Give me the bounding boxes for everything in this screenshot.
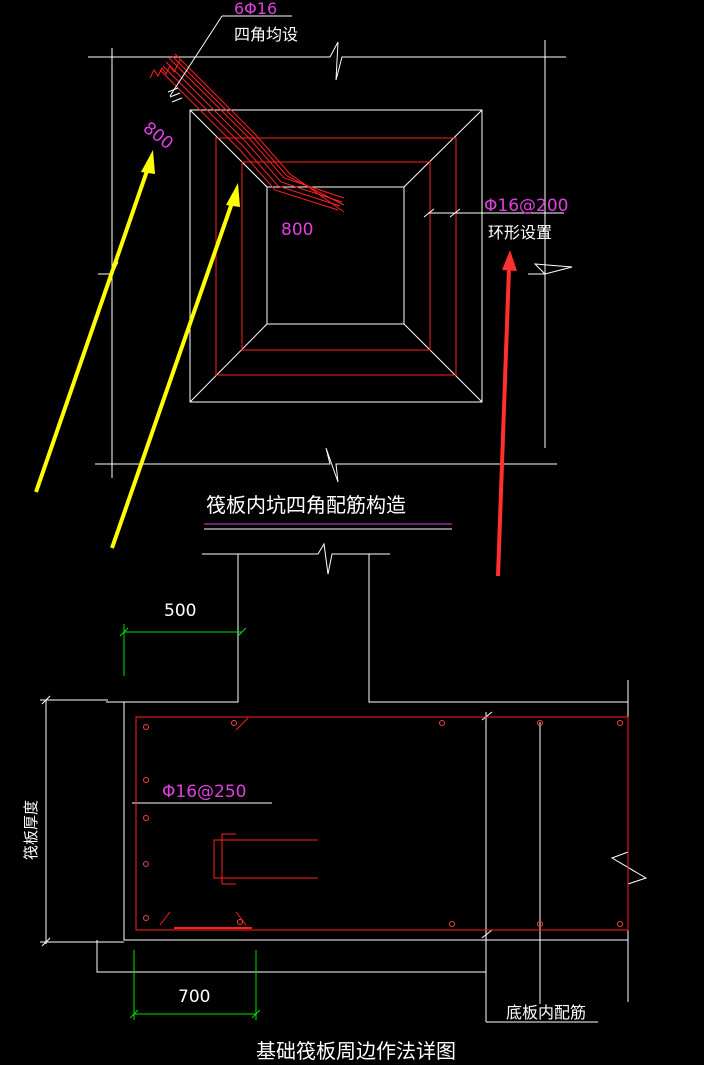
leader-tick [41, 937, 51, 947]
corner-bars-leader-diag [169, 15, 223, 97]
raft-outline-left [123, 702, 628, 941]
dim-tick [129, 1009, 139, 1019]
corner-bar [171, 55, 345, 206]
raft-main-rebar-cage [135, 716, 629, 931]
top-leaders [167, 15, 564, 218]
rebar-dot [237, 919, 243, 925]
leader-tick [169, 92, 181, 98]
corner-bar [162, 65, 341, 207]
rebar-dots [143, 720, 623, 927]
raft-edge-detail [40, 542, 648, 1023]
rebar-dot [143, 861, 149, 867]
corner-bars-note: 四角均设 [234, 25, 298, 44]
wall-outline-left [106, 554, 239, 703]
wall-break-line [202, 542, 390, 575]
annotation-arrows [34, 150, 517, 577]
cushion-outline [96, 940, 486, 973]
diagonal-bl [189, 323, 268, 403]
raft-u-bar [213, 839, 318, 879]
leader-tick [167, 87, 179, 93]
length-left-label: 800 [139, 118, 177, 154]
top-caption: 筏板内坑四角配筋构造 [206, 493, 406, 517]
rebar-dot [143, 777, 149, 783]
bottom-break-line [95, 447, 557, 483]
length-center-label: 800 [281, 220, 313, 240]
diagonal-tl [189, 109, 268, 188]
yellow-arrow-right-head [226, 183, 240, 207]
diagonal-tr [403, 109, 483, 188]
pit-inner-square [266, 186, 405, 325]
pit-corner-detail [88, 40, 573, 483]
yellow-arrow-left-shaft [34, 167, 150, 493]
corner-bars-label: 6Φ16 [234, 0, 277, 18]
leader-tick [481, 929, 493, 939]
rebar-dot [143, 915, 149, 921]
rebar-dot [231, 720, 237, 726]
corner-bar [174, 53, 345, 213]
rebar-dot [617, 720, 623, 726]
corner-bar-zigzag [149, 59, 181, 79]
rebar-dot [617, 921, 623, 927]
top-break-line [88, 41, 566, 81]
corner-bar [168, 57, 345, 199]
dim-tick [237, 627, 247, 637]
bar-spacing-label: Φ16@250 [162, 782, 246, 802]
rebar-hook [235, 911, 247, 926]
rebar-dot [143, 815, 149, 821]
ring-rebars [149, 53, 457, 376]
bottom-caption: 基础筏板周边作法详图 [256, 1039, 456, 1063]
rebar-hook [159, 911, 171, 926]
rebar-dot [143, 724, 149, 730]
leader-tick [41, 695, 51, 705]
dim-700-label: 700 [178, 987, 210, 1007]
rebar-dot [537, 720, 543, 726]
ring-rebar-inner [241, 161, 431, 351]
leader-tick [423, 208, 435, 218]
yellow-arrow-left-head [141, 150, 155, 174]
wall-outline-right [368, 554, 628, 703]
right-break-mark [528, 263, 573, 275]
corner-bar [165, 61, 343, 203]
rebar-dot [537, 921, 543, 927]
rebar-hook [235, 717, 249, 731]
leader-tick [171, 97, 183, 103]
dim-tick [251, 1009, 261, 1019]
raft-u-bar-hook [221, 833, 236, 885]
dim-500-label: 500 [164, 601, 196, 621]
red-arrow-head [502, 250, 517, 271]
dimensions [119, 624, 261, 1020]
rebar-dot [439, 720, 445, 726]
dim-tick [119, 627, 129, 637]
leader-tick [481, 711, 493, 721]
bottom-bar-note: 底板内配筋 [506, 1003, 586, 1022]
corner-bent-bars [149, 53, 345, 213]
raft-rebars [135, 716, 629, 931]
pit-outer-square [189, 109, 483, 403]
thickness-label: 筏板厚度 [22, 800, 40, 860]
leader-tick [449, 208, 461, 218]
yellow-arrow-right-shaft [110, 199, 235, 549]
ring-bar-note: 环形设置 [488, 223, 552, 242]
raft-right-break [610, 680, 648, 1002]
red-arrow-shaft [496, 267, 511, 577]
diagonal-br [403, 323, 483, 403]
rebar-dot [449, 921, 455, 927]
ring-bar-label: Φ16@200 [484, 196, 568, 216]
ring-rebar-outer [215, 137, 457, 376]
corner-bar [159, 69, 339, 211]
